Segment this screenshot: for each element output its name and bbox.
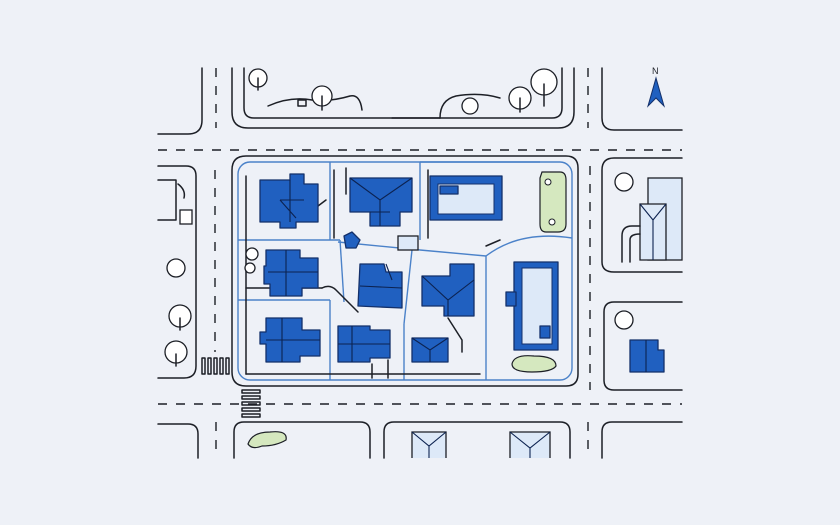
road-curbs [157,67,683,459]
building-footprint [629,339,665,373]
tree-icon [614,172,634,192]
tree-icon [248,68,268,91]
north-arrow-icon: N [646,66,666,108]
top-park [248,68,558,119]
crosswalk-west [201,357,230,375]
right-block-upper [614,172,683,263]
building-footprint [505,261,559,351]
building-footprint [343,231,361,249]
green-space [511,355,557,373]
right-block-lower [614,310,665,373]
tree-icon [614,310,634,330]
tree-icon [244,247,259,274]
building-footprint [337,325,391,363]
tree-icon [311,85,333,111]
tree-icon [168,304,192,331]
building-footprint [411,337,449,363]
building-footprint [429,175,503,221]
crosswalk-south [241,389,261,418]
green-space [539,171,567,233]
lane-markings [158,68,682,458]
tree-icon [166,258,186,278]
driveways [245,167,501,379]
tree-icon [530,68,558,107]
building-footprint [349,177,413,227]
left-block [157,179,193,367]
bottom-blocks [247,431,551,458]
building-footprint [357,263,403,309]
building-footprint [421,263,475,317]
building-footprint [259,173,319,229]
tree-icon [508,86,532,113]
tree-icon [461,97,479,115]
tree-icon [164,340,188,367]
building-footprint [263,249,319,297]
compass-label: N [652,66,659,76]
building-footprint [259,317,321,363]
